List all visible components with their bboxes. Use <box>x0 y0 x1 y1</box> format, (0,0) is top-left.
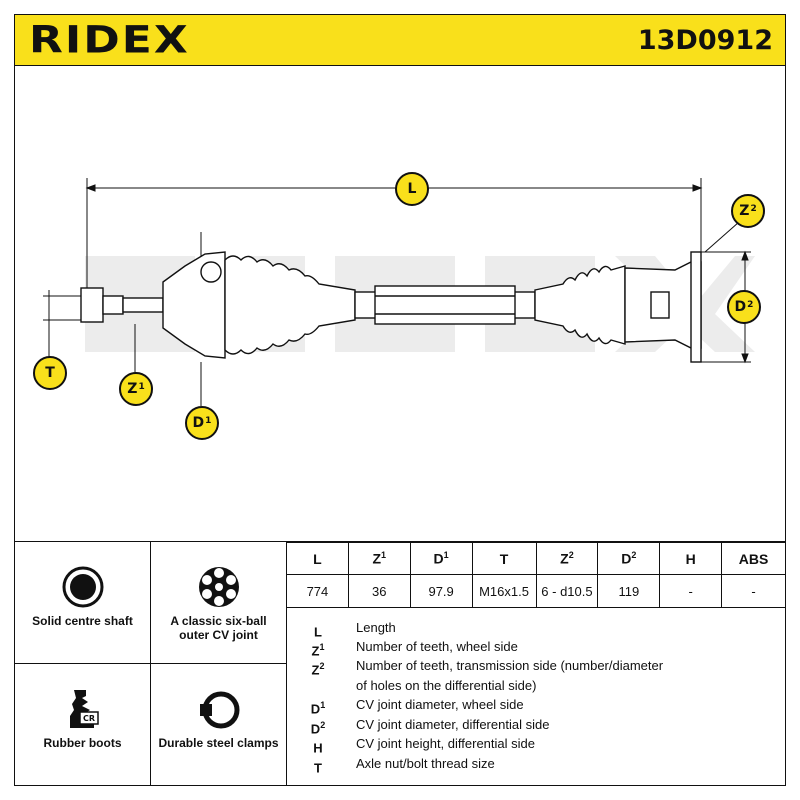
legend-row: of holes on the differential side) <box>356 678 537 693</box>
feature-grid: Solid centre shaft A classic six-ball ou… <box>14 542 287 786</box>
steel-clamp-icon <box>199 691 239 729</box>
spec-value: M16x1.5 <box>471 574 537 608</box>
spec-value: - <box>659 574 723 608</box>
feature-label: A classic six-ball outer CV joint <box>170 614 267 642</box>
spec-header: H <box>659 542 723 575</box>
callout-T: T <box>33 356 67 390</box>
feature-six-ball-joint: A classic six-ball outer CV joint <box>151 542 287 664</box>
spec-value: 6 - d10.5 <box>535 574 599 608</box>
rubber-boot-icon: CR <box>69 690 99 728</box>
six-ball-joint-icon <box>198 567 239 607</box>
callout-L: L <box>395 172 429 206</box>
svg-text:CR: CR <box>82 714 94 723</box>
spec-header: D2 <box>597 542 661 575</box>
spec-value: 119 <box>597 574 661 608</box>
spec-value: 97.9 <box>409 574 473 608</box>
feature-label: Solid centre shaft <box>32 614 133 628</box>
spec-header: Z2 <box>535 542 599 575</box>
header-bar: RIDEX 13D0912 <box>14 14 786 66</box>
spec-header: Z1 <box>347 542 411 575</box>
solid-shaft-icon <box>62 566 103 608</box>
specs-value-row: 774 36 97.9 M16x1.5 6 - d10.5 119 - - <box>286 574 786 608</box>
specs-header-row: L Z1 D1 T Z2 D2 H ABS <box>286 542 786 575</box>
feature-label: Rubber boots <box>43 736 122 750</box>
feature-label: Durable steel clamps <box>158 736 279 750</box>
spec-value: 774 <box>286 574 349 608</box>
shaft-diagram <box>43 178 755 406</box>
spec-header: ABS <box>721 542 786 575</box>
spec-header: D1 <box>409 542 473 575</box>
feature-solid-shaft: Solid centre shaft <box>15 542 151 664</box>
spec-value: 36 <box>347 574 411 608</box>
brand-logo: RIDEX <box>29 18 190 63</box>
spec-header: T <box>471 542 537 575</box>
feature-steel-clamps: Durable steel clamps <box>151 664 287 786</box>
specs-table: L Z1 D1 T Z2 D2 H ABS 774 36 97.9 M16x1.… <box>286 542 786 608</box>
part-number: 13D0912 <box>637 25 773 56</box>
feature-rubber-boots: CR Rubber boots <box>15 664 151 786</box>
spec-value: - <box>721 574 786 608</box>
spec-header: L <box>286 542 349 575</box>
